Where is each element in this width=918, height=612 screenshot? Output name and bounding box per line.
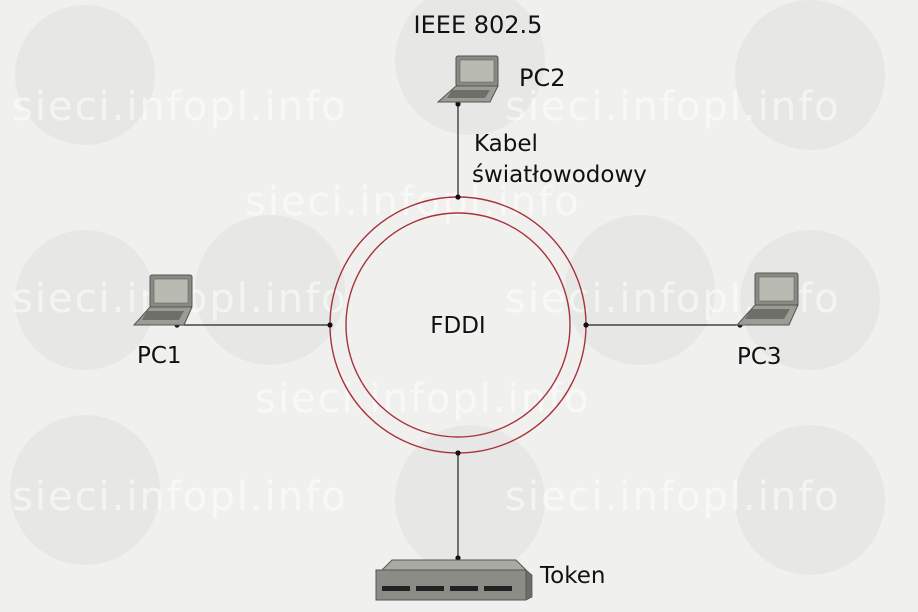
inner-ring [345,212,571,438]
port [450,586,478,591]
port [382,586,410,591]
watermark-text: sieci.infopl.info [12,474,348,520]
connection-dot [455,555,461,561]
watermark-globe [395,425,545,575]
watermark-globe [565,215,715,365]
watermark-background: sieci.infopl.info sieci.infopl.info siec… [10,0,885,575]
laptop-icon-pc1 [132,274,193,326]
standard-label: IEEE 802.5 [414,11,543,39]
port [416,586,444,591]
watermark-globe [15,230,155,370]
laptop-icon-pc2 [436,55,499,103]
token-device-icon [375,559,533,601]
watermark-text: sieci.infopl.info [505,84,841,130]
connection-dot [455,101,461,107]
watermark-globe [15,5,155,145]
watermark-text: sieci.infopl.info [505,474,841,520]
connection-dot [455,450,461,456]
watermark-globe [735,0,885,150]
connection-dot [327,322,333,328]
watermark-globe [195,215,345,365]
watermark-text: sieci.infopl.info [245,179,581,225]
connection-dot [583,322,589,328]
pc3-label: PC3 [737,344,782,370]
watermark-globe [740,230,880,370]
ring-label: FDDI [430,313,485,339]
watermark-text: sieci.infopl.info [255,376,591,422]
connection-dot [455,194,461,200]
pc2-label: PC2 [519,64,566,92]
cable-label-line1: Kabel [474,131,538,157]
watermark-text: sieci.infopl.info [12,84,348,130]
watermark-globe [10,415,160,565]
laptop-icon-pc3 [735,272,799,326]
port [484,586,512,591]
connections [177,104,740,558]
pc1-label: PC1 [137,343,182,369]
token-label: Token [539,563,605,589]
watermark-globe [735,425,885,575]
cable-label-line2: światłowodowy [472,162,647,188]
